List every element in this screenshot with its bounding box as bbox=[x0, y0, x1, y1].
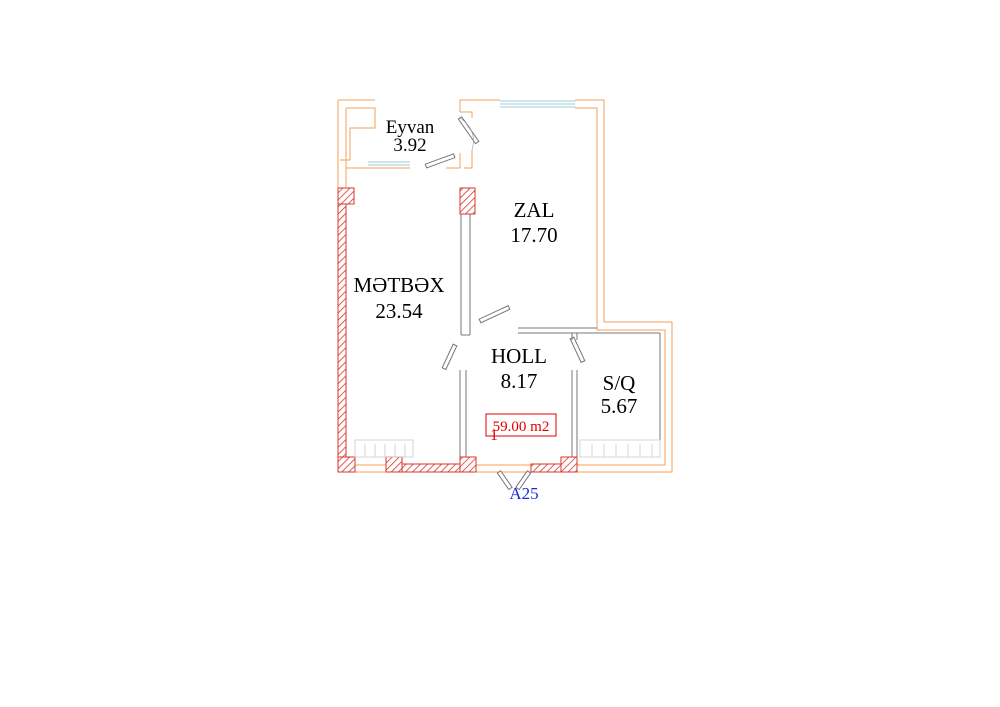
structural-hatch bbox=[337, 187, 578, 473]
room-labels: Eyvan 3.92 ZAL 17.70 MƏTBƏX 23.54 HOLL 8… bbox=[353, 117, 637, 418]
room-area-zal: 17.70 bbox=[510, 223, 557, 247]
room-name-eyvan: Eyvan bbox=[386, 117, 435, 138]
hatch-bottom-wall-a bbox=[401, 463, 461, 473]
room-area-holl: 8.17 bbox=[501, 369, 538, 393]
column-bottom-4 bbox=[560, 456, 578, 473]
total-area-value: 59.00 m2 bbox=[493, 419, 550, 435]
total-area-prefix: 1 bbox=[490, 427, 498, 444]
balcony-outline bbox=[340, 107, 473, 169]
door-eyvan-zal bbox=[457, 116, 480, 151]
column-top-left bbox=[337, 187, 355, 205]
fixtures bbox=[354, 439, 661, 458]
room-area-eyvan: 3.92 bbox=[393, 135, 426, 156]
door-kitchen bbox=[441, 343, 458, 371]
interior-walls bbox=[459, 212, 661, 458]
doors bbox=[424, 116, 586, 491]
door-sq bbox=[569, 336, 586, 364]
door-entrance bbox=[496, 470, 532, 491]
room-area-metbex: 23.54 bbox=[375, 299, 423, 323]
windows bbox=[368, 100, 575, 166]
room-name-metbex: MƏTBƏX bbox=[353, 273, 444, 297]
hatch-bottom-wall-b bbox=[530, 463, 562, 473]
column-bottom-3 bbox=[459, 456, 477, 473]
unit-code: A25 bbox=[509, 484, 538, 503]
column-mid bbox=[459, 187, 476, 215]
door-zal bbox=[478, 304, 511, 324]
room-name-zal: ZAL bbox=[514, 198, 555, 222]
column-bottom-left bbox=[337, 456, 356, 473]
column-bottom-2 bbox=[385, 456, 403, 473]
total-area-box: 1 59.00 m2 bbox=[485, 413, 557, 444]
room-name-holl: HOLL bbox=[491, 344, 547, 368]
room-area-sq: 5.67 bbox=[601, 394, 638, 418]
door-eyvan-kitchen bbox=[424, 153, 456, 169]
hatch-left-wall bbox=[337, 187, 347, 459]
room-name-sq: S/Q bbox=[603, 371, 636, 395]
